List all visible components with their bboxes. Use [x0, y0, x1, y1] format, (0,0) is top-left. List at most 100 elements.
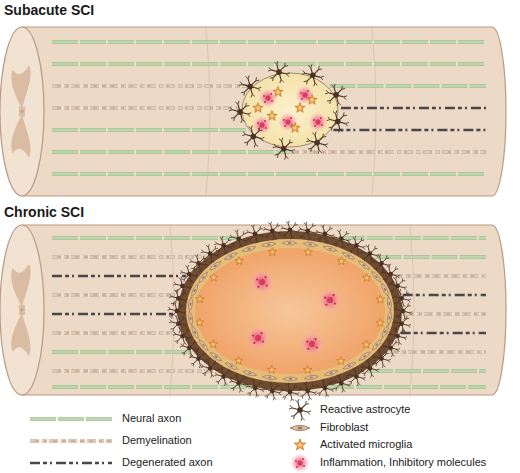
astrocyte-branch — [377, 350, 379, 352]
axons — [52, 42, 486, 174]
astrocyte-branch — [212, 260, 214, 262]
microglia-nucleus — [299, 107, 302, 110]
astrocyte-branch — [309, 238, 311, 240]
reactive-astrocyte — [361, 244, 380, 263]
reactive-astrocyte — [189, 254, 208, 273]
reactive-astrocyte — [173, 277, 192, 296]
axon-core — [290, 42, 486, 43]
astrocyte-branch — [179, 318, 181, 320]
astrocyte-branch — [265, 395, 268, 397]
reactive-astrocyte — [242, 125, 264, 147]
activated-microglia — [294, 439, 305, 450]
astrocyte-branch — [331, 85, 334, 87]
astrocyte-branch — [388, 338, 390, 341]
microglia-nucleus — [212, 276, 214, 278]
legend-swatches — [30, 399, 311, 473]
astrocyte-branch — [255, 144, 258, 146]
microglia-nucleus — [365, 343, 367, 345]
astrocyte-branch — [243, 132, 245, 135]
astrocyte-body — [305, 389, 310, 394]
fibroblast — [387, 310, 393, 325]
astrocyte-branch — [304, 222, 306, 224]
microglia-body — [235, 256, 244, 264]
astrocyte-branch — [325, 241, 327, 244]
astrocyte-branch — [286, 156, 289, 158]
astrocyte-branch — [254, 144, 255, 147]
astrocyte-branch — [215, 373, 217, 375]
astrocyte-body — [288, 228, 293, 233]
reactive-astrocyte — [306, 132, 328, 154]
astrocyte-body — [354, 374, 359, 379]
fibroblast — [262, 375, 277, 381]
fibroblast-nucleus — [248, 372, 252, 375]
fibroblast-nucleus — [201, 275, 205, 279]
astrocyte-branch — [389, 282, 391, 284]
astrocyte-branch — [321, 76, 324, 77]
axon-core — [52, 257, 204, 258]
fibroblast-nucleus — [267, 243, 271, 245]
astrocyte-branch — [348, 241, 350, 243]
fibroblast-nucleus — [309, 376, 313, 378]
astrocyte-branch — [191, 281, 193, 283]
astrocyte-body — [314, 140, 320, 146]
reactive-astrocyte — [388, 327, 407, 346]
astrocyte-branch — [220, 368, 222, 370]
degenerated-axon — [403, 294, 486, 297]
microglia-nucleus — [379, 322, 381, 324]
astrocyte-branch — [338, 103, 341, 105]
reactive-astrocyte — [169, 289, 188, 308]
astrocyte-branch — [215, 248, 218, 250]
astrocyte-branch — [185, 325, 187, 327]
astrocyte-branch — [231, 117, 234, 119]
astrocyte-branch — [270, 222, 272, 225]
astrocyte-branch — [262, 390, 264, 392]
astrocyte-body — [379, 261, 384, 266]
astrocyte-branch — [230, 378, 232, 380]
lesion — [178, 231, 402, 391]
astrocyte-branch — [399, 289, 401, 292]
fibroblast — [242, 369, 257, 377]
astrocyte-branch — [337, 230, 339, 232]
reactive-astrocyte — [302, 64, 324, 86]
astrocyte-branch — [268, 222, 270, 224]
fibroblast-body — [290, 425, 310, 430]
astrocyte-branch — [185, 266, 187, 268]
astrocyte-branch — [372, 260, 374, 262]
astrocyte-body — [175, 309, 180, 314]
astrocyte-branch — [333, 379, 335, 381]
astrocyte-branch — [395, 268, 398, 270]
inhibitory-molecule — [333, 294, 335, 296]
reactive-astrocyte — [214, 236, 233, 255]
neural-axon — [290, 172, 486, 176]
panel-title: Subacute SCI — [4, 2, 94, 19]
axon-core — [52, 152, 290, 153]
fibroblast — [197, 339, 209, 353]
astrocyte-body — [395, 284, 400, 289]
microglia-nucleus — [257, 107, 260, 110]
astrocyte-body — [323, 386, 328, 391]
neural-axon — [290, 62, 486, 66]
astrocyte-branch — [406, 292, 409, 294]
astrocyte-branch — [240, 245, 242, 247]
gray-matter-wing — [11, 313, 30, 356]
astrocyte-branch — [230, 247, 232, 249]
inhibitory-molecule — [320, 117, 322, 119]
astrocyte-body — [187, 345, 192, 350]
fibroblast — [188, 311, 194, 326]
segment-boundary — [410, 226, 414, 394]
astrocyte-branch — [383, 279, 386, 281]
activated-microglia — [209, 340, 218, 348]
astrocyte-branch — [348, 241, 350, 243]
astrocyte-branch — [239, 245, 241, 248]
astrocyte-branch — [372, 375, 374, 377]
astrocyte-branch — [270, 77, 273, 79]
astrocyte-branch — [314, 83, 315, 86]
axon-core — [52, 295, 177, 296]
astrocyte-branch — [277, 385, 280, 387]
neural-axon — [367, 369, 486, 373]
astrocyte-branch — [404, 338, 406, 340]
astrocyte-body — [247, 84, 253, 90]
reactive-astrocyte — [372, 349, 391, 368]
astrocyte-branch — [183, 343, 185, 346]
reactive-astrocyte — [268, 61, 290, 83]
